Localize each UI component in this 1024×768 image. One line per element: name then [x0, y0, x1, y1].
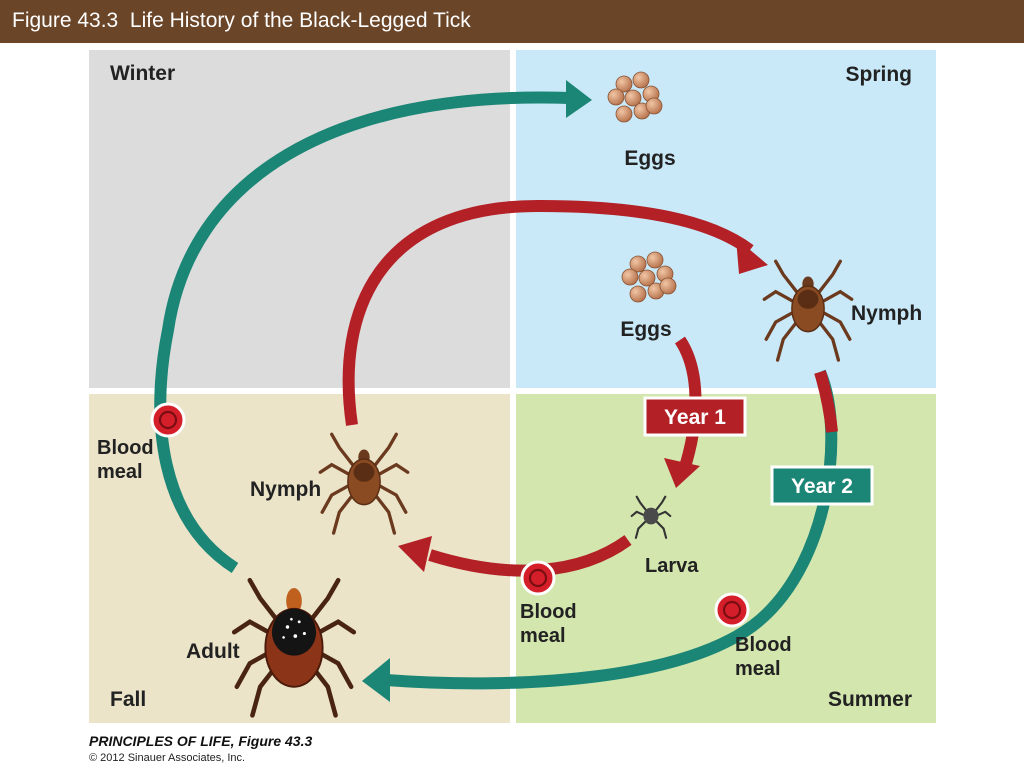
season-label-spring: Spring — [846, 63, 913, 86]
stage-label-nymph-fall: Nymph — [250, 478, 321, 501]
footer-copyright: © 2012 Sinauer Associates, Inc. — [89, 752, 246, 764]
blood-drop-icon — [520, 560, 556, 596]
teal-arc-adult-to-eggs — [154, 91, 571, 574]
teal-arrowhead-eggs — [566, 80, 592, 118]
stage-label-adult: Adult — [186, 640, 240, 663]
stage-label-nymph-spring: Nymph — [851, 302, 922, 325]
blood-meal-label-fall-line1: Blood — [97, 437, 154, 459]
year2-box — [770, 465, 874, 506]
spring-panel — [516, 50, 936, 388]
year1-label: Year 1 — [664, 406, 726, 429]
red-arrowhead-nymph — [736, 238, 768, 274]
footer-source: PRINCIPLES OF LIFE, Figure 43.3 — [89, 733, 313, 749]
teal-arrowhead-adult — [362, 658, 390, 702]
year2-label: Year 2 — [791, 475, 853, 498]
blood-drop-icon — [714, 592, 750, 628]
red-segment-year2 — [814, 370, 838, 433]
tick-icon — [234, 580, 354, 715]
blood-meal-label-larva-line2: meal — [520, 625, 566, 647]
page-title: Figure 43.3 Life History of the Black-Le… — [12, 9, 471, 32]
season-label-winter: Winter — [110, 62, 175, 85]
blood-meal-label-summer-line2: meal — [735, 658, 781, 680]
tick-icon — [318, 432, 410, 535]
blood-meal-label-larva-line1: Blood — [520, 601, 577, 623]
blood-meal-label-fall-line2: meal — [97, 461, 143, 483]
stage-label-larva: Larva — [645, 555, 699, 577]
year1-box — [643, 396, 747, 437]
blood-drop-icon — [150, 402, 186, 438]
teal-arc-nymph-to-adult — [385, 369, 838, 690]
tick-icon — [762, 259, 854, 362]
season-label-summer: Summer — [828, 688, 912, 711]
season-label-fall: Fall — [110, 688, 146, 711]
title-bar: Figure 43.3 Life History of the Black-Le… — [0, 0, 1024, 43]
stage-label-eggs-top: Eggs — [624, 147, 675, 170]
red-arrowhead-nymph-fall — [398, 536, 432, 572]
red-arc-nymph-to-nymph — [342, 199, 754, 426]
tick-icon — [630, 495, 672, 539]
stage-label-eggs-mid: Eggs — [620, 318, 671, 341]
red-arrowhead-larva — [664, 458, 700, 488]
blood-meal-label-summer-line1: Blood — [735, 634, 792, 656]
